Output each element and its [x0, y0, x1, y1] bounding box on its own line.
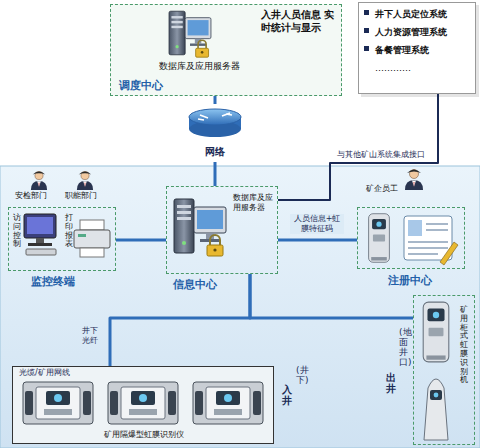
connector-line — [278, 239, 357, 242]
function-label: 打印报表 — [65, 214, 73, 249]
staff-label: 矿企员工 — [366, 184, 398, 194]
cable-label: 光缆/矿用网线 — [19, 368, 70, 378]
device-label: 矿用隔爆型虹膜识别仪 — [13, 430, 275, 440]
registration-icons — [369, 214, 458, 265]
ground-panel — [0, 166, 480, 448]
department-label: 安检部门 — [15, 191, 47, 201]
dispatch-fill — [12, 2, 479, 444]
server-caption: 数据库及应用服务器 — [149, 61, 249, 72]
function-label: 访问控制 — [13, 214, 21, 249]
registration-center-box: 矿企员工注册中心 — [357, 207, 465, 269]
location-label: (井下) — [296, 366, 305, 386]
network-router: 网络 — [182, 104, 248, 162]
connector-label: 与其他矿山系统集成接口 — [336, 150, 426, 160]
connector-line — [278, 94, 438, 200]
list-item: 备餐管理系统 — [375, 45, 429, 56]
connector-line — [116, 239, 166, 242]
center-heading: 信息中心 — [173, 278, 217, 292]
department-label: 职能部门 — [65, 191, 97, 201]
dispatch-center-box: 数据库及应用服务器 入井人员信息 实时统计与显示调度中心 — [110, 4, 342, 96]
underground-device-box: 光缆/矿用网线矿用隔爆型虹膜识别仪 — [12, 366, 274, 444]
device-label: 矿用柜式虹膜识别机 — [460, 306, 468, 385]
server-caption: 数据库及应用服务器 — [233, 193, 277, 213]
connector-line — [110, 274, 250, 366]
connector-label: 人员信息+虹膜特征码 — [290, 214, 344, 234]
bullet-marks — [364, 10, 369, 51]
location-label: (地面井口) — [399, 328, 408, 368]
computer-icon — [24, 214, 56, 255]
list-item: ………… — [375, 63, 411, 74]
center-heading: 监控终端 — [31, 275, 75, 289]
connector-line — [214, 96, 217, 104]
information-center-box: 数据库及应用服务器信息中心 — [166, 186, 278, 274]
cabinet-iris-box: 矿用柜式虹膜识别机 — [413, 295, 475, 445]
printer-icon — [74, 220, 110, 257]
fiber-label: 井下 光纤 — [82, 326, 100, 345]
router-icon — [189, 109, 241, 137]
system-list-box: 井下人员定位系统人力资源管理系统备餐管理系统 ………… — [358, 2, 476, 94]
list-item: 井下人员定位系统 — [375, 9, 447, 20]
connector-line — [214, 162, 217, 186]
router-caption: 网络 — [182, 146, 248, 159]
direction-label: 入井 — [282, 384, 292, 406]
direction-label: 出井 — [386, 372, 396, 394]
explosion-proof-iris-device — [23, 382, 263, 424]
list-item: 人力资源管理系统 — [375, 27, 447, 38]
center-heading: 注册中心 — [388, 274, 432, 288]
monitor-terminal-box: 安检部门职能部门访问控制打印报表监控终端 — [8, 207, 116, 271]
note-text: 入井人员信息 实时统计与显示 — [261, 9, 341, 34]
cabinet-iris-machine — [423, 302, 449, 440]
center-heading: 调度中心 — [119, 79, 163, 93]
